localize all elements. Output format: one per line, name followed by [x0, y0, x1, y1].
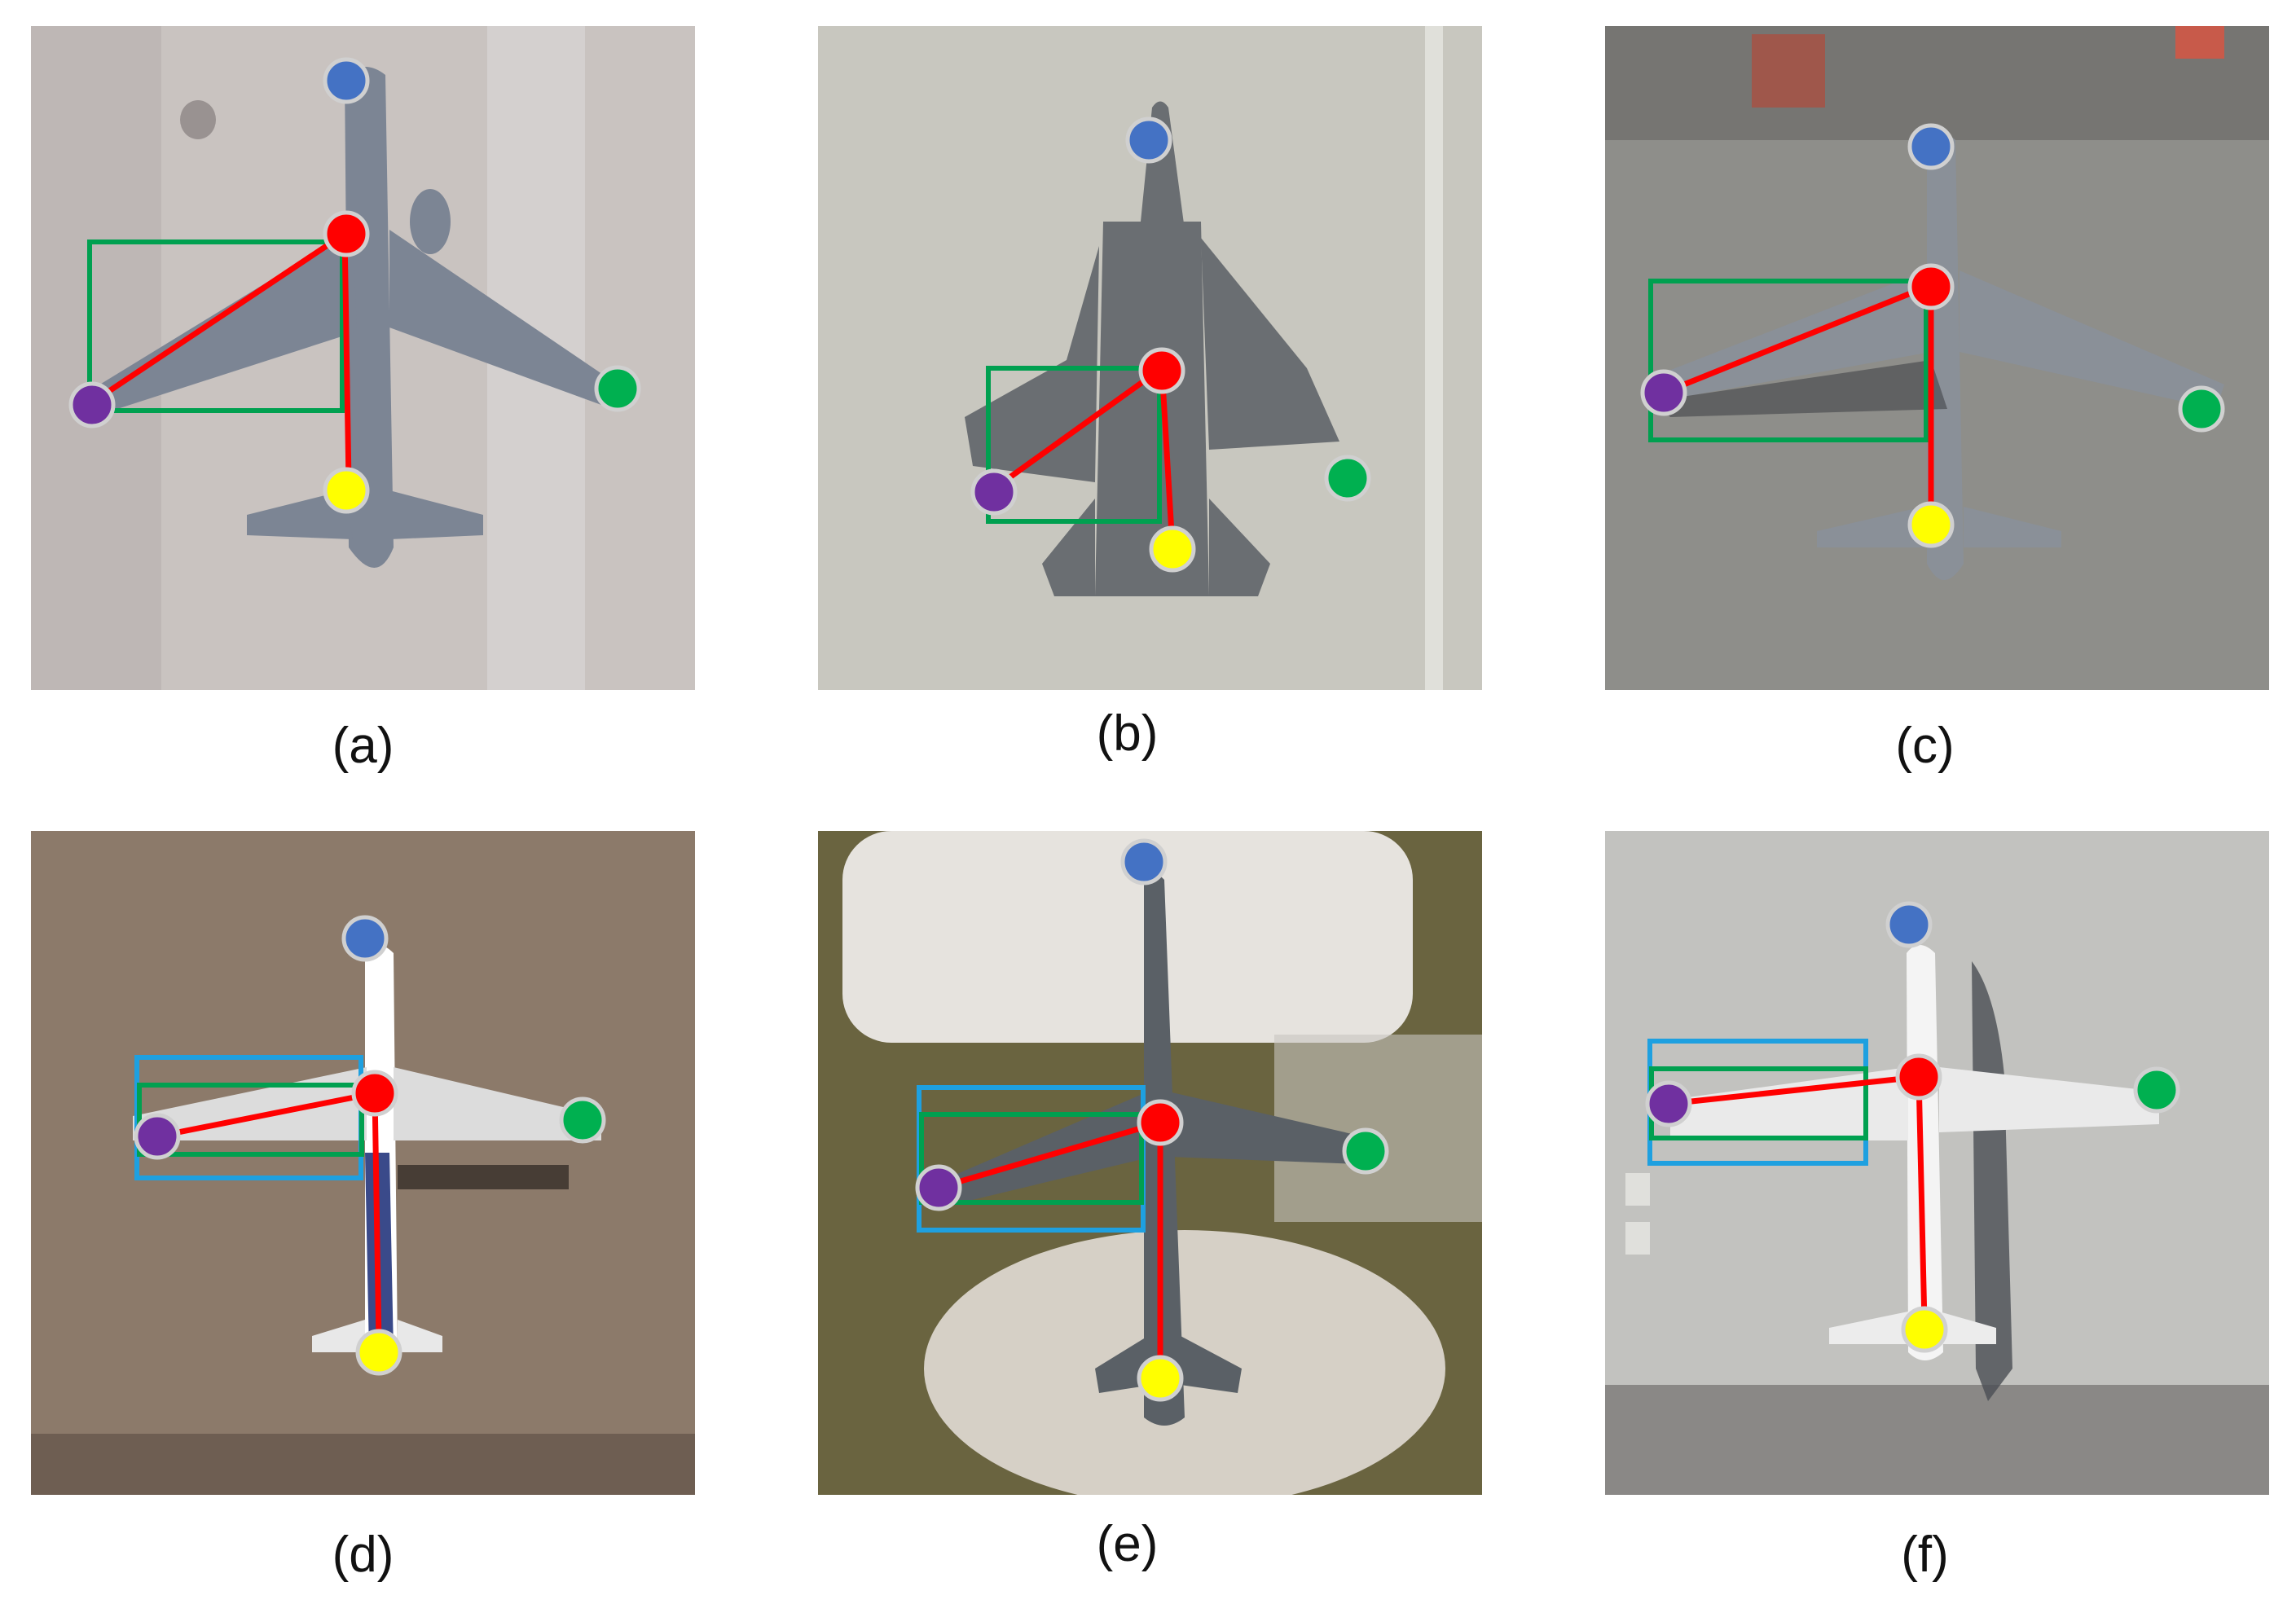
keypoint-dot-icon: [1137, 1099, 1184, 1146]
panel-c-svg: [1605, 26, 2269, 690]
keypoint-dot-icon: [559, 1096, 606, 1144]
caption-c: (c): [1895, 718, 1955, 774]
caption-b: (b): [1096, 705, 1159, 762]
panel-d-svg: [31, 831, 695, 1495]
bounding-box-green: [137, 1083, 364, 1157]
keypoint-dot-icon: [1324, 455, 1371, 502]
panel-b-svg: [818, 26, 1482, 690]
keypoint-dot-icon: [323, 210, 370, 257]
caption-f: (f): [1901, 1527, 1949, 1583]
panel-f-image: [1605, 831, 2269, 1495]
bounding-box-green: [919, 1112, 1144, 1205]
keypoint-dot-icon: [1645, 1080, 1692, 1127]
keypoint-dot-icon: [341, 915, 389, 962]
keypoint-dot-icon: [1640, 369, 1687, 416]
bounding-box-green: [986, 366, 1162, 524]
keypoint-dot-icon: [970, 468, 1018, 516]
keypoint-dot-icon: [323, 57, 370, 104]
caption-d: (d): [332, 1527, 394, 1583]
aircraft-silhouette-icon: [80, 67, 618, 568]
keypoint-dot-icon: [1895, 1053, 1942, 1101]
keypoint-dot-icon: [134, 1113, 181, 1160]
keypoint-dot-icon: [2178, 385, 2225, 433]
panel-d-image: [31, 831, 695, 1495]
keypoint-dot-icon: [1901, 1306, 1948, 1353]
panel-b-image: [818, 26, 1482, 690]
keypoint-dot-icon: [68, 381, 116, 428]
panel-f-svg: [1605, 831, 2269, 1495]
keypoint-dot-icon: [1120, 838, 1168, 885]
keypoint-dot-icon: [915, 1164, 962, 1211]
keypoint-dot-icon: [323, 467, 370, 514]
aircraft-silhouette-icon: [965, 101, 1339, 596]
keypoint-dot-icon: [1149, 525, 1196, 573]
keypoint-dot-icon: [1138, 347, 1185, 394]
keypoint-dot-icon: [1137, 1355, 1184, 1402]
keypoint-dot-icon: [351, 1070, 398, 1117]
keypoint-dot-icon: [1907, 263, 1955, 310]
panel-c-image: [1605, 26, 2269, 690]
keypoint-dot-icon: [1885, 901, 1933, 948]
panel-a-image: [31, 26, 695, 690]
panel-a-svg: [31, 26, 695, 690]
keypoint-dot-icon: [594, 365, 641, 412]
keypoint-dot-icon: [1907, 123, 1955, 170]
keypoint-dot-icon: [1907, 501, 1955, 548]
bounding-box-green: [1648, 279, 1929, 442]
keypoint-dot-icon: [1125, 116, 1172, 164]
bounding-box-green: [87, 240, 345, 413]
keypoint-dot-icon: [1342, 1127, 1389, 1175]
caption-e: (e): [1096, 1516, 1159, 1572]
panel-e-svg: [818, 831, 1482, 1495]
panel-e-image: [818, 831, 1482, 1495]
aircraft-silhouette-icon: [133, 945, 601, 1360]
keypoint-dot-icon: [355, 1329, 402, 1376]
keypoint-dot-icon: [2133, 1066, 2180, 1114]
caption-a: (a): [332, 718, 394, 774]
